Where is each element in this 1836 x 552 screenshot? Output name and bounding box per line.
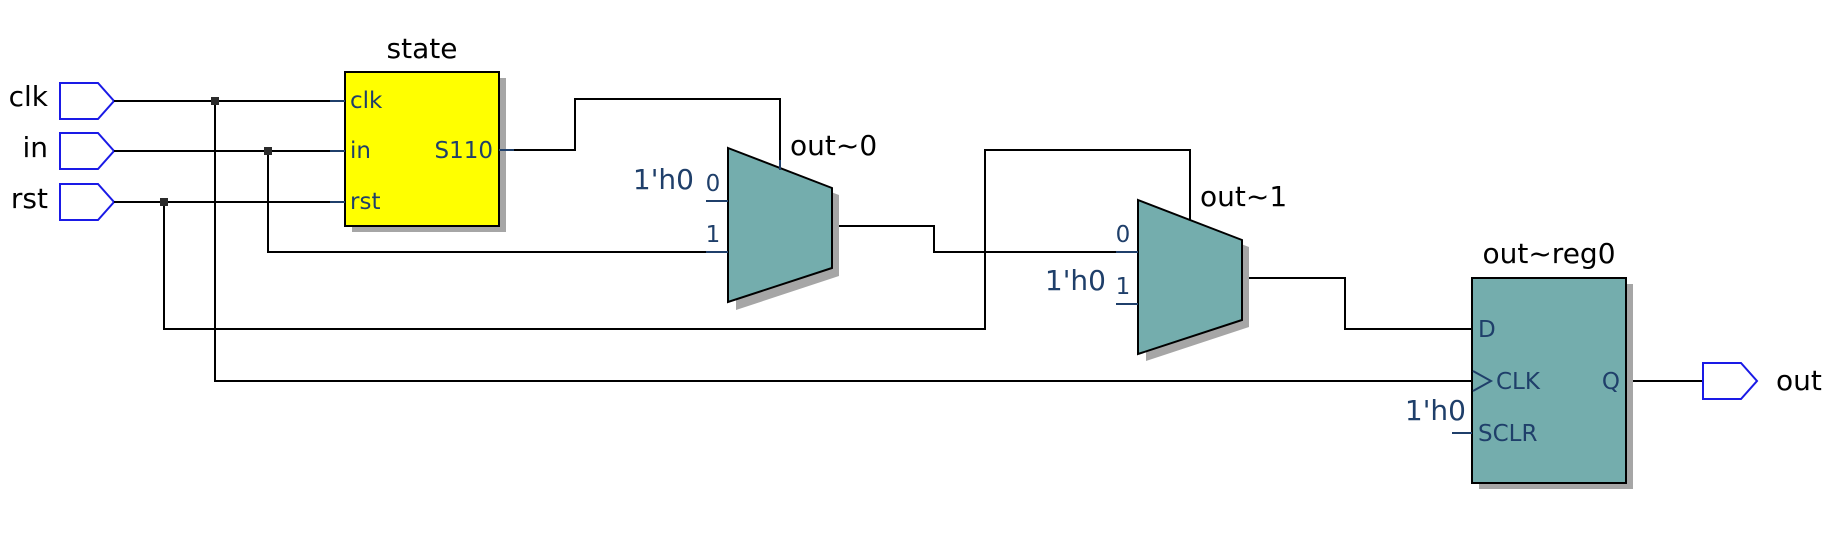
register-port-d: D	[1478, 317, 1496, 343]
register-out-reg0[interactable]: out~reg0 D CLK SCLR Q 1'h0	[1405, 237, 1633, 489]
wire-clk-to-register	[214, 101, 1472, 382]
state-port-rst: rst	[350, 189, 380, 215]
mux-out1-const: 1'h0	[1045, 264, 1106, 297]
input-port-clk[interactable]: clk	[9, 80, 116, 120]
mux-out1-sel1: 1	[1116, 274, 1131, 300]
register-port-sclr: SCLR	[1478, 421, 1537, 447]
mux-out0-const: 1'h0	[633, 163, 694, 196]
clock-edge-icon	[1472, 370, 1494, 392]
wire-in-to-mux0	[267, 151, 728, 253]
state-block[interactable]: state clk in rst S110	[330, 32, 514, 232]
mux-out1-title: out~1	[1200, 180, 1287, 213]
register-sclr-const: 1'h0	[1405, 394, 1466, 427]
wires	[114, 98, 1703, 382]
mux-out1[interactable]: out~1 0 1 1'h0	[1045, 180, 1287, 361]
mux-out0-sel1: 1	[706, 222, 721, 248]
input-label-in: in	[22, 131, 48, 164]
wire-rst-to-mux1-select	[163, 149, 1191, 330]
register-port-clk: CLK	[1496, 369, 1541, 395]
junction-rst	[160, 198, 168, 206]
state-block-body	[344, 71, 500, 227]
mux-out0-sel0: 0	[706, 171, 721, 197]
state-port-in: in	[350, 138, 371, 164]
input-label-clk: clk	[9, 80, 49, 113]
wire-state-to-mux0-select	[505, 98, 781, 170]
junction-clk	[211, 97, 219, 105]
mux-out0[interactable]: out~0 0 1 1'h0	[633, 129, 877, 310]
output-label-out: out	[1776, 364, 1822, 397]
input-port-rst[interactable]: rst	[11, 182, 116, 221]
mux-out1-body	[1137, 198, 1243, 356]
output-port-out-shape	[1702, 362, 1759, 400]
state-port-s110: S110	[435, 138, 494, 164]
state-port-clk: clk	[350, 88, 383, 114]
mux-out1-sel0: 0	[1116, 222, 1131, 248]
state-block-title: state	[387, 32, 458, 65]
wire-mux1-to-register	[1242, 277, 1472, 330]
input-port-rst-shape	[59, 183, 116, 221]
input-port-in[interactable]: in	[22, 131, 116, 170]
output-port-out[interactable]: out	[1702, 362, 1822, 400]
input-port-in-shape	[59, 132, 116, 170]
mux-out0-title: out~0	[790, 129, 877, 162]
register-port-q: Q	[1602, 369, 1620, 395]
register-title: out~reg0	[1482, 237, 1615, 270]
wire-mux0-to-mux1	[832, 225, 1138, 253]
junction-in	[264, 147, 272, 155]
register-body	[1471, 277, 1627, 484]
input-label-rst: rst	[11, 182, 48, 215]
mux-out0-body	[727, 146, 833, 304]
input-port-clk-shape	[59, 82, 116, 120]
